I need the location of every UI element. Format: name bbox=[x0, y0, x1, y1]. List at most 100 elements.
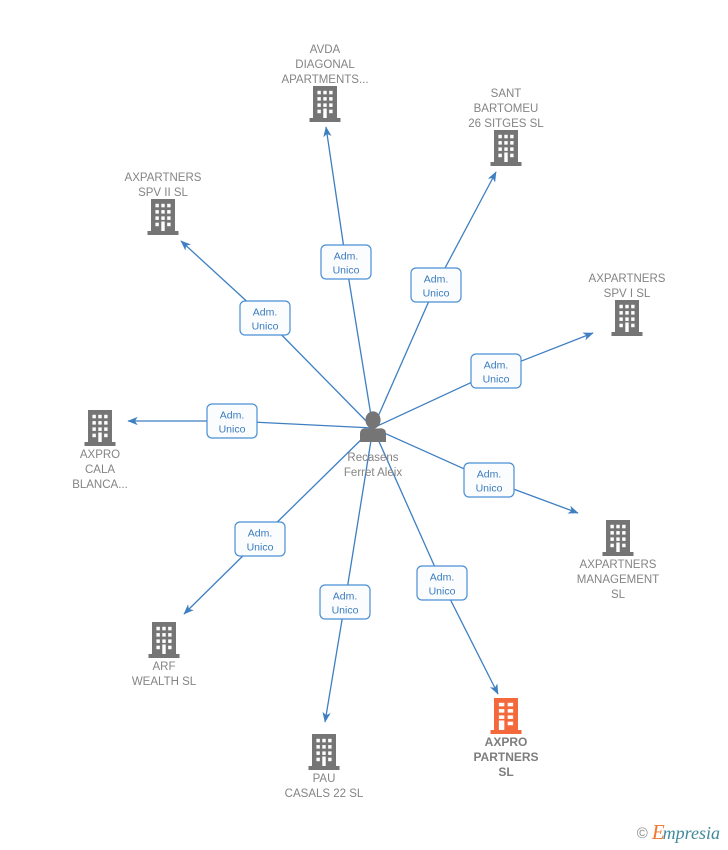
edge-label-box bbox=[416, 565, 468, 601]
edge-avda-diagonal-apartments-label[interactable]: Adm. Unico bbox=[320, 244, 372, 280]
node-label-line: AXPRO bbox=[80, 449, 120, 461]
edge-axpro-partners-sl-label[interactable]: Adm. Unico bbox=[416, 565, 468, 601]
copyright-symbol: © bbox=[636, 824, 648, 842]
edge-segment bbox=[348, 278, 374, 429]
edge-axpartners-spv-ii-sl[interactable] bbox=[180, 240, 374, 429]
node-axpro-cala-blanca[interactable]: AXPROCALABLANCA... bbox=[72, 410, 128, 491]
edge-axpro-cala-blanca-label[interactable]: Adm. Unico bbox=[206, 403, 258, 439]
edge-segment bbox=[281, 334, 374, 429]
node-label-line: PAU bbox=[313, 773, 336, 785]
node-label-line: SPV II SL bbox=[138, 187, 188, 199]
edge-segment bbox=[372, 427, 465, 470]
edge-label-line: Adm. bbox=[424, 273, 449, 285]
edge-label-box bbox=[410, 267, 462, 303]
edge-label-box bbox=[234, 521, 286, 557]
edge-pau-casals-22-sl-label[interactable]: Adm. Unico bbox=[319, 584, 371, 620]
edge-label-line: Unico bbox=[252, 320, 279, 332]
edge-axpro-cala-blanca[interactable] bbox=[127, 416, 374, 429]
brand-initial: E bbox=[651, 820, 665, 844]
edge-segment bbox=[372, 381, 472, 429]
edge-sant-bartomeu-26-sitges-sl[interactable] bbox=[372, 171, 497, 429]
node-axpartners-management-sl[interactable]: AXPARTNERS MANAGEMENT SL bbox=[577, 520, 659, 601]
edge-pau-casals-22-sl[interactable] bbox=[322, 427, 374, 723]
edge-axpartners-spv-i-sl-label[interactable]: Adm.Unico bbox=[470, 353, 522, 389]
edge-segment-arrow bbox=[449, 599, 499, 695]
edge-arf-wealth-sl-label[interactable]: Adm. Unico bbox=[234, 521, 286, 557]
edge-segment-arrow bbox=[180, 240, 247, 302]
edge-label-line: Unico bbox=[333, 264, 360, 276]
center-node-label-line: Ferret Aleix bbox=[344, 467, 402, 479]
edge-label-line: Adm. bbox=[430, 571, 455, 583]
brand-rest: mpresia bbox=[662, 823, 720, 843]
edge-axpartners-management-sl-label[interactable]: Adm. Unico bbox=[463, 462, 515, 498]
edge-label-line: Adm. bbox=[253, 306, 278, 318]
node-label-line: DIAGONAL bbox=[295, 59, 355, 71]
edge-label-line: Unico bbox=[483, 373, 510, 385]
edges-layer bbox=[127, 126, 594, 723]
edge-label-line: Unico bbox=[219, 423, 246, 435]
edge-axpartners-spv-i-sl[interactable] bbox=[372, 332, 594, 429]
edge-segment bbox=[256, 421, 374, 429]
building-icon bbox=[490, 698, 522, 734]
node-label-line: SPV I SL bbox=[604, 288, 651, 300]
edge-label-line: Unico bbox=[429, 585, 456, 597]
node-label-line: SANT bbox=[491, 88, 522, 100]
node-axpartners-spv-i-sl[interactable]: AXPARTNERS SPV I SL bbox=[589, 273, 666, 336]
edge-segment bbox=[347, 427, 374, 586]
node-avda-diagonal-apartments[interactable]: AVDADIAGONALAPARTMENTS... bbox=[281, 44, 369, 122]
edge-label-box bbox=[320, 244, 372, 280]
node-label-line: CASALS 22 SL bbox=[285, 788, 364, 800]
node-label-line: MANAGEMENT bbox=[577, 574, 659, 586]
edge-label-box bbox=[463, 462, 515, 498]
nodes-layer: AVDADIAGONALAPARTMENTS...SANTBARTOMEU26 … bbox=[72, 44, 666, 800]
brand-name: Empresia bbox=[652, 822, 720, 844]
person-icon bbox=[360, 411, 386, 442]
edge-axpartners-spv-ii-sl-label[interactable]: Adm. Unico bbox=[239, 300, 291, 336]
building-icon bbox=[148, 622, 180, 658]
edge-label-box bbox=[319, 584, 371, 620]
edge-label-box bbox=[470, 353, 522, 389]
node-pau-casals-22-sl[interactable]: PAU CASALS 22 SL bbox=[285, 734, 364, 800]
node-label-line: AXPARTNERS bbox=[125, 172, 202, 184]
edge-axpro-partners-sl[interactable] bbox=[372, 427, 499, 695]
node-axpartners-spv-ii-sl[interactable]: AXPARTNERS SPV II SL bbox=[125, 172, 202, 235]
edge-label-line: Adm. bbox=[248, 527, 273, 539]
node-label-line: AXPARTNERS bbox=[589, 273, 666, 285]
edge-segment-arrow bbox=[513, 488, 579, 514]
watermark: © Empresia bbox=[637, 822, 720, 844]
edge-axpartners-management-sl[interactable] bbox=[372, 427, 579, 514]
edge-label-line: Adm. bbox=[220, 409, 245, 421]
edge-avda-diagonal-apartments[interactable] bbox=[323, 126, 374, 429]
node-label-line: AXPARTNERS bbox=[580, 559, 657, 571]
node-label-line: AXPRO bbox=[485, 735, 528, 749]
edge-segment bbox=[372, 427, 436, 567]
edge-label-line: Adm. bbox=[334, 250, 359, 262]
edge-segment-arrow bbox=[322, 618, 343, 723]
edge-segment bbox=[276, 427, 374, 523]
edge-labels-layer: Adm.UnicoAdm.UnicoAdm.UnicoAdm.UnicoAdm.… bbox=[206, 244, 522, 620]
node-label-line: AVDA bbox=[310, 44, 341, 56]
edge-label-line: Unico bbox=[332, 604, 359, 616]
edge-segment-arrow bbox=[323, 126, 345, 246]
edge-label-line: Adm. bbox=[333, 590, 358, 602]
node-label-line: ARF bbox=[153, 661, 176, 673]
edge-label-line: Adm. bbox=[477, 468, 502, 480]
node-label-line: BLANCA... bbox=[72, 479, 128, 491]
building-icon bbox=[84, 410, 116, 446]
edge-sant-bartomeu-26-sitges-sl-label[interactable]: Adm.Unico bbox=[410, 267, 462, 303]
edge-segment-arrow bbox=[520, 332, 594, 362]
building-icon bbox=[147, 199, 179, 235]
edge-arf-wealth-sl[interactable] bbox=[183, 427, 374, 615]
node-label-line: PARTNERS bbox=[473, 750, 538, 764]
edge-label-line: Unico bbox=[476, 482, 503, 494]
edge-label-box bbox=[206, 403, 258, 439]
building-icon bbox=[309, 86, 341, 122]
edge-label-line: Unico bbox=[247, 541, 274, 553]
node-label-line: SL bbox=[611, 589, 626, 601]
building-icon bbox=[611, 300, 643, 336]
